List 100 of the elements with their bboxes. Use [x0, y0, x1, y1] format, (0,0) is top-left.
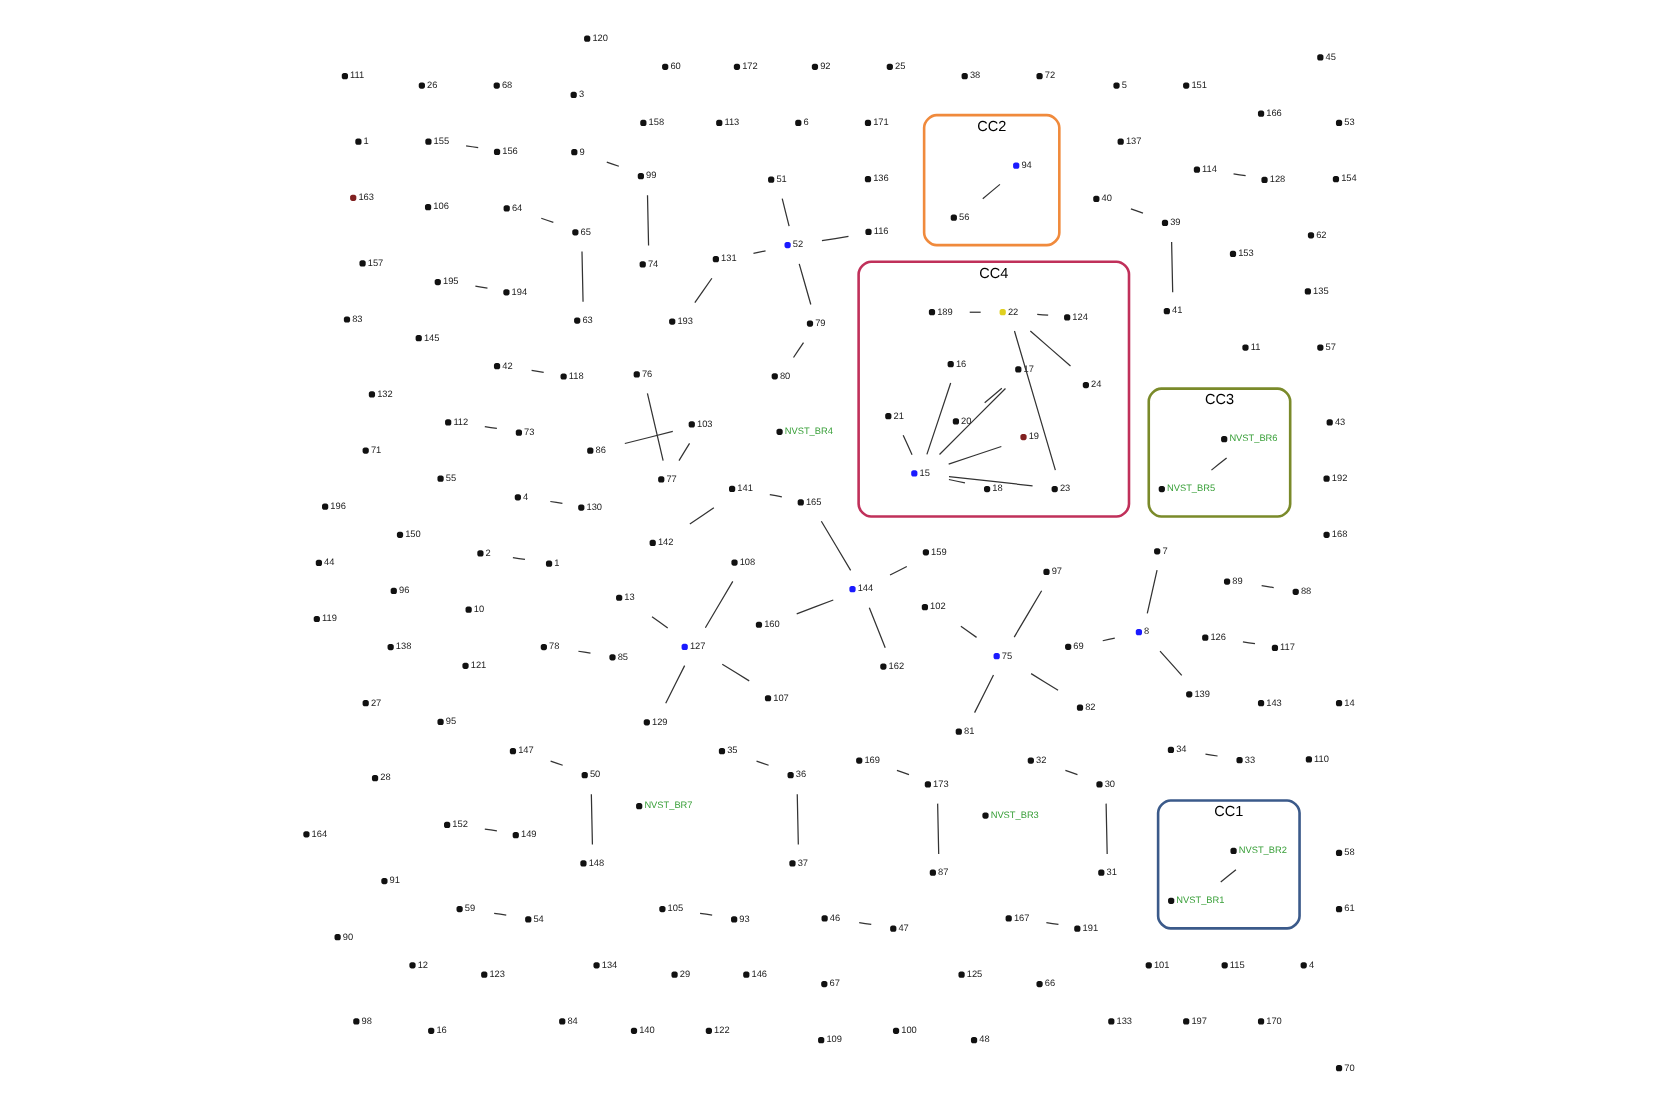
node-circle	[464, 606, 471, 613]
connector	[703, 580, 733, 629]
node-circle	[312, 615, 319, 623]
node-circle	[711, 256, 718, 263]
node-circle	[1063, 314, 1070, 321]
node-circle	[1334, 1065, 1342, 1072]
connector	[1044, 922, 1059, 926]
connector	[925, 382, 951, 456]
node-circle	[436, 718, 443, 726]
node-circle	[433, 278, 440, 286]
node-circle	[559, 373, 566, 380]
node-circle	[805, 320, 813, 327]
node-circle	[1334, 849, 1342, 857]
node-circle	[889, 925, 896, 932]
connector	[605, 161, 619, 167]
connector	[1158, 650, 1182, 677]
connector	[530, 369, 544, 373]
connector	[645, 194, 649, 247]
node-circle	[817, 1037, 824, 1044]
connector	[1209, 457, 1227, 471]
node-circle	[1144, 962, 1151, 969]
connector	[720, 663, 749, 682]
connector	[645, 392, 663, 462]
node-circle	[998, 309, 1005, 316]
connector	[895, 769, 909, 776]
node-circle	[569, 91, 576, 98]
node-circle	[1157, 485, 1164, 493]
node-circle	[742, 971, 749, 978]
connector	[473, 285, 488, 289]
node-circle	[658, 905, 665, 913]
connector	[947, 478, 965, 484]
node-circle	[1081, 381, 1088, 389]
node-circle	[1035, 980, 1042, 988]
node-circle	[1334, 119, 1342, 127]
node-circle	[444, 419, 451, 426]
node-circle	[786, 772, 793, 779]
node-circle	[1050, 485, 1057, 493]
node-circle	[577, 504, 584, 511]
node-circle	[820, 980, 827, 988]
node-circle	[1316, 54, 1323, 61]
node-circle	[354, 138, 361, 145]
node-circle	[1222, 578, 1230, 585]
node-circle	[632, 371, 639, 378]
node-circle	[1291, 588, 1298, 595]
connector	[1029, 673, 1058, 691]
node-circle	[1167, 897, 1174, 904]
node-circle	[492, 148, 500, 155]
node-circle	[1325, 419, 1332, 426]
node-circle	[1229, 847, 1236, 855]
node-circle	[1092, 195, 1099, 203]
node-circle	[1035, 73, 1042, 80]
connector	[698, 912, 712, 916]
node-circle	[370, 775, 378, 782]
connector	[1231, 173, 1246, 177]
node-circle	[417, 82, 424, 89]
node-circle	[796, 499, 803, 506]
node-circle	[1153, 548, 1160, 555]
node-circle	[715, 119, 722, 127]
node-circle	[668, 318, 675, 325]
node-circle	[981, 812, 988, 819]
node-circle	[863, 176, 871, 183]
node-circle	[514, 429, 521, 436]
connector	[483, 426, 497, 430]
node-circle	[380, 877, 387, 885]
node-circle	[544, 560, 552, 567]
node-circle	[349, 194, 356, 201]
node-circle	[539, 643, 546, 651]
node-circle	[770, 373, 777, 380]
node-circle	[885, 63, 892, 70]
node-circle	[717, 748, 725, 755]
node-circle	[687, 421, 694, 428]
connector	[795, 599, 833, 615]
node-circle	[636, 173, 643, 180]
node-circle	[969, 1037, 977, 1044]
connector	[791, 341, 804, 359]
node-circle	[848, 586, 855, 593]
connector	[650, 616, 668, 629]
node-circle	[704, 1027, 711, 1034]
node-circle	[436, 475, 443, 482]
node-circle	[954, 728, 961, 735]
node-circle	[579, 860, 586, 867]
node-circle	[661, 63, 668, 70]
connector	[549, 760, 563, 766]
node-circle	[361, 700, 368, 707]
node-circle	[1073, 925, 1080, 932]
node-circle	[321, 503, 328, 510]
connector	[693, 277, 712, 304]
connector	[623, 430, 673, 445]
node-circle	[1192, 166, 1200, 173]
connector	[1219, 869, 1236, 883]
node-circle	[728, 485, 735, 493]
node-circle	[1220, 962, 1227, 969]
connector	[901, 434, 912, 456]
node-circle	[891, 1027, 899, 1034]
connector	[1260, 585, 1274, 589]
node-circle	[511, 832, 518, 839]
node-circle	[367, 391, 375, 398]
connector	[983, 387, 1002, 404]
node-circle	[1107, 1018, 1114, 1025]
node-circle	[1228, 250, 1236, 258]
